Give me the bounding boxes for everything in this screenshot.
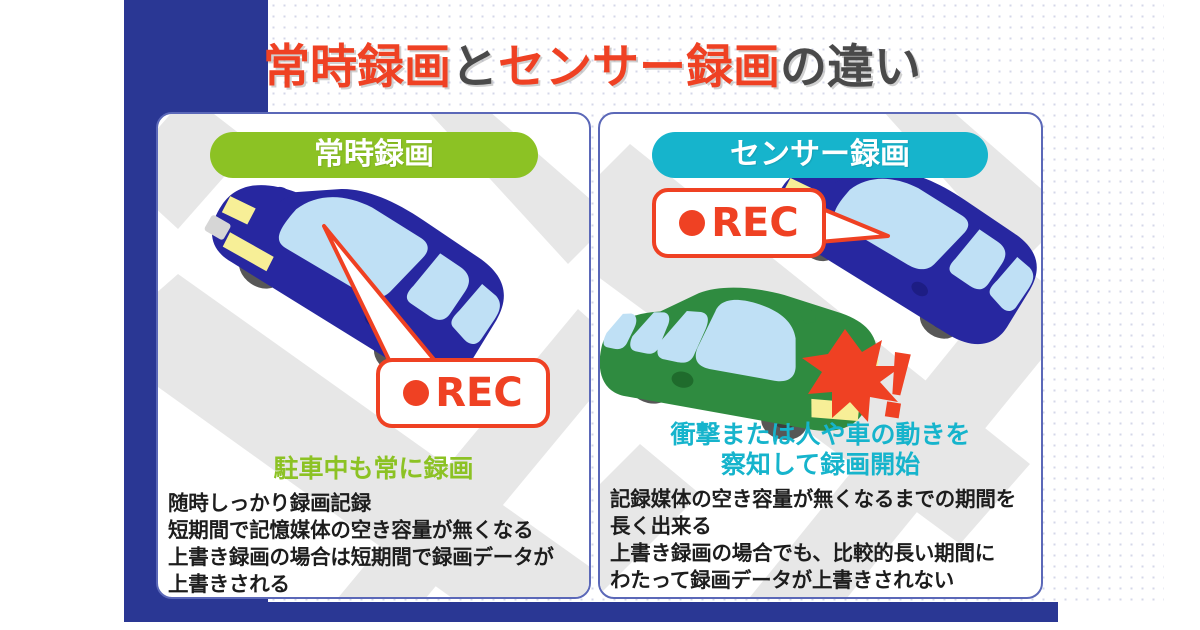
side-window-2	[451, 284, 500, 344]
callout-tail	[322, 224, 438, 364]
rec-badge-left: REC	[376, 358, 550, 428]
record-dot-icon-right	[679, 210, 706, 236]
license-plate	[204, 215, 231, 240]
windshield-green	[695, 300, 796, 382]
side-window-g1	[657, 311, 708, 363]
door-handle-r	[911, 281, 928, 297]
title-segment-2: と	[451, 40, 498, 95]
lead-text-left: 駐車中も常に録画	[273, 454, 474, 483]
side-window-g3	[603, 313, 637, 350]
page-title: 常時録画とセンサー録画の違い	[144, 28, 1040, 97]
record-dot-icon	[403, 380, 430, 406]
windshield-r	[834, 178, 969, 270]
panel-continuous-recording: REC 常時録画 駐車中も常に録画 随時しっかり録画記録 短期間で記憶媒体の空き…	[156, 112, 591, 599]
windshield	[278, 197, 428, 298]
rec-label-right: REC	[711, 200, 799, 246]
pill-header-continuous: 常時録画	[210, 132, 538, 178]
bumper-accent	[222, 232, 274, 272]
pill-header-sensor: センサー録画	[652, 132, 988, 178]
side-window-r1	[949, 229, 1006, 290]
side-mirror	[270, 186, 292, 203]
lead-text-right: 衝撃または人や車の動きを 察知して録画開始	[670, 420, 971, 479]
title-segment-3: センサー録画	[498, 40, 780, 95]
car-illustration-blue-right	[774, 168, 1037, 345]
body-text-left: 随時しっかり録画記録 短期間で記憶媒体の空き容量が無くなる 上書き録画の場合は短…	[168, 491, 554, 597]
headlight	[221, 196, 256, 225]
side-window-1	[406, 253, 469, 320]
side-window-r2	[989, 257, 1034, 311]
side-window-g2	[630, 312, 670, 354]
side-mirror-green	[799, 309, 816, 324]
title-segment-1: 常時録画	[263, 40, 451, 95]
impact-indicator	[802, 329, 911, 422]
exclamation-mark	[884, 352, 911, 419]
rec-label: REC	[435, 370, 523, 416]
body-text-right: 記録媒体の空き容量が無くなるまでの期間を 長く出来る 上書き録画の場合でも、比較…	[610, 487, 1016, 593]
panel-sensor-recording: REC センサー録画 衝撃または人や車の動きを 察知して録画開始 記録媒体の空き…	[598, 112, 1043, 599]
impact-burst-icon	[802, 329, 902, 422]
title-segment-4: の違い	[780, 40, 921, 95]
door-handle-green	[671, 371, 694, 388]
car-illustration-green	[600, 287, 879, 440]
rec-badge-right: REC	[652, 188, 826, 258]
